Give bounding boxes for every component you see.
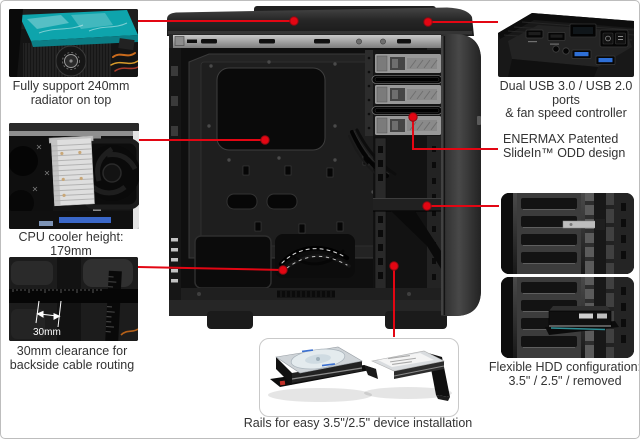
hdd-cage-illustration-1 <box>501 193 634 274</box>
cpu-cooler-caption: CPU cooler height: 179mm <box>18 230 124 258</box>
case-interior-illustration <box>167 6 481 329</box>
cable-clearance-photo: 30mm <box>9 257 138 341</box>
rails-photo <box>259 338 459 417</box>
cable-clearance-illustration: 30mm <box>9 257 138 341</box>
front-ports-illustration <box>498 3 634 77</box>
hdd-cage-photo-1 <box>501 193 634 274</box>
front-ports-caption: Dual USB 3.0 / USB 2.0 ports & fan speed… <box>499 79 633 120</box>
cpu-cooler-photo <box>9 123 139 229</box>
rails-illustration <box>268 346 452 402</box>
cable-clearance-caption: 30mm clearance for backside cable routin… <box>9 344 135 372</box>
case-interior-photo <box>159 6 484 331</box>
hdd-cage-illustration-2 <box>501 277 634 358</box>
hdd-config-caption: Flexible HDD configuration: 3.5" / 2.5" … <box>488 360 640 388</box>
rails-caption: Rails for easy 3.5"/2.5" device installa… <box>243 416 473 430</box>
radiator-caption: Fully support 240mm radiator on top <box>12 79 130 107</box>
measurement-label: 30mm <box>33 327 61 338</box>
front-ports-photo <box>498 3 634 77</box>
radiator-photo <box>9 9 138 77</box>
odd-design-caption: ENERMAX Patented SlideIn™ ODD design <box>503 132 626 160</box>
radiator-illustration <box>9 9 138 77</box>
hdd-cage-photo-2 <box>501 277 634 358</box>
cpu-cooler-illustration <box>9 123 139 229</box>
